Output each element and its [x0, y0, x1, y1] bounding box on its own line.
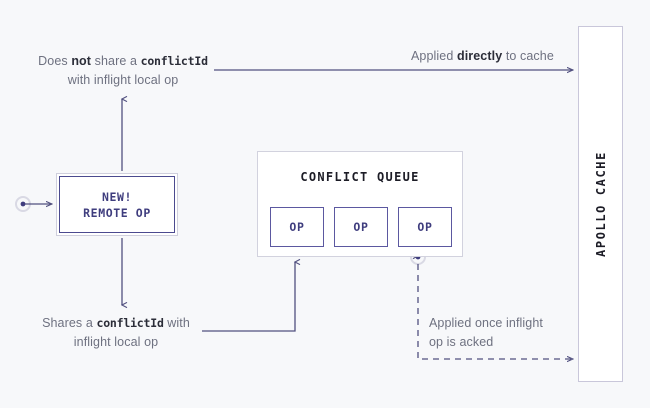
label-direct-bold: directly: [456, 49, 503, 63]
label-shares-code: conflictId: [96, 316, 164, 330]
label-direct-part2: to cache: [502, 49, 554, 63]
conflict-queue-title: CONFLICT QUEUE: [300, 170, 420, 184]
conflict-queue-op-list: OP OP OP: [270, 207, 452, 247]
label-no-conflict-part2: share a: [91, 54, 141, 68]
label-applied-directly: Applied directly to cache: [411, 47, 571, 66]
label-no-conflict-bold: not: [71, 54, 92, 68]
label-no-conflict-part1: Does: [38, 54, 72, 68]
remote-op-line1: NEW!: [101, 189, 133, 204]
label-applied-once-acked: Applied once inflight op is acked: [429, 314, 571, 352]
queue-op-label: OP: [417, 220, 433, 234]
apollo-cache-node[interactable]: APOLLO CACHE: [578, 26, 623, 382]
label-shares-line2: inflight local op: [73, 335, 159, 349]
label-shares-conflict: Shares a conflictId with inflight local …: [36, 314, 196, 352]
queue-entry-line: [202, 262, 295, 332]
remote-op-inner: NEW! REMOTE OP: [59, 176, 175, 233]
label-no-conflict: Does not share a conflictId with infligh…: [36, 52, 210, 90]
label-direct-part1: Applied: [411, 49, 457, 63]
source-dot-connector: [15, 196, 52, 212]
apollo-cache-label: APOLLO CACHE: [593, 151, 608, 257]
label-no-conflict-line2: with inflight local op: [67, 73, 179, 87]
queue-op-box[interactable]: OP: [334, 207, 388, 247]
label-shares-part1: Shares a: [42, 316, 97, 330]
conflict-queue-node[interactable]: CONFLICT QUEUE OP OP OP: [257, 151, 463, 257]
queue-op-box[interactable]: OP: [270, 207, 324, 247]
queue-op-label: OP: [353, 220, 369, 234]
queue-op-label: OP: [289, 220, 305, 234]
label-acked-line1: Applied once inflight: [429, 316, 543, 330]
remote-op-line2: REMOTE OP: [83, 205, 151, 220]
remote-op-node[interactable]: NEW! REMOTE OP: [56, 173, 178, 236]
label-no-conflict-code: conflictId: [140, 54, 208, 68]
queue-op-box[interactable]: OP: [398, 207, 452, 247]
label-acked-line2: op is acked: [429, 335, 494, 349]
label-shares-part2: with: [163, 316, 190, 330]
